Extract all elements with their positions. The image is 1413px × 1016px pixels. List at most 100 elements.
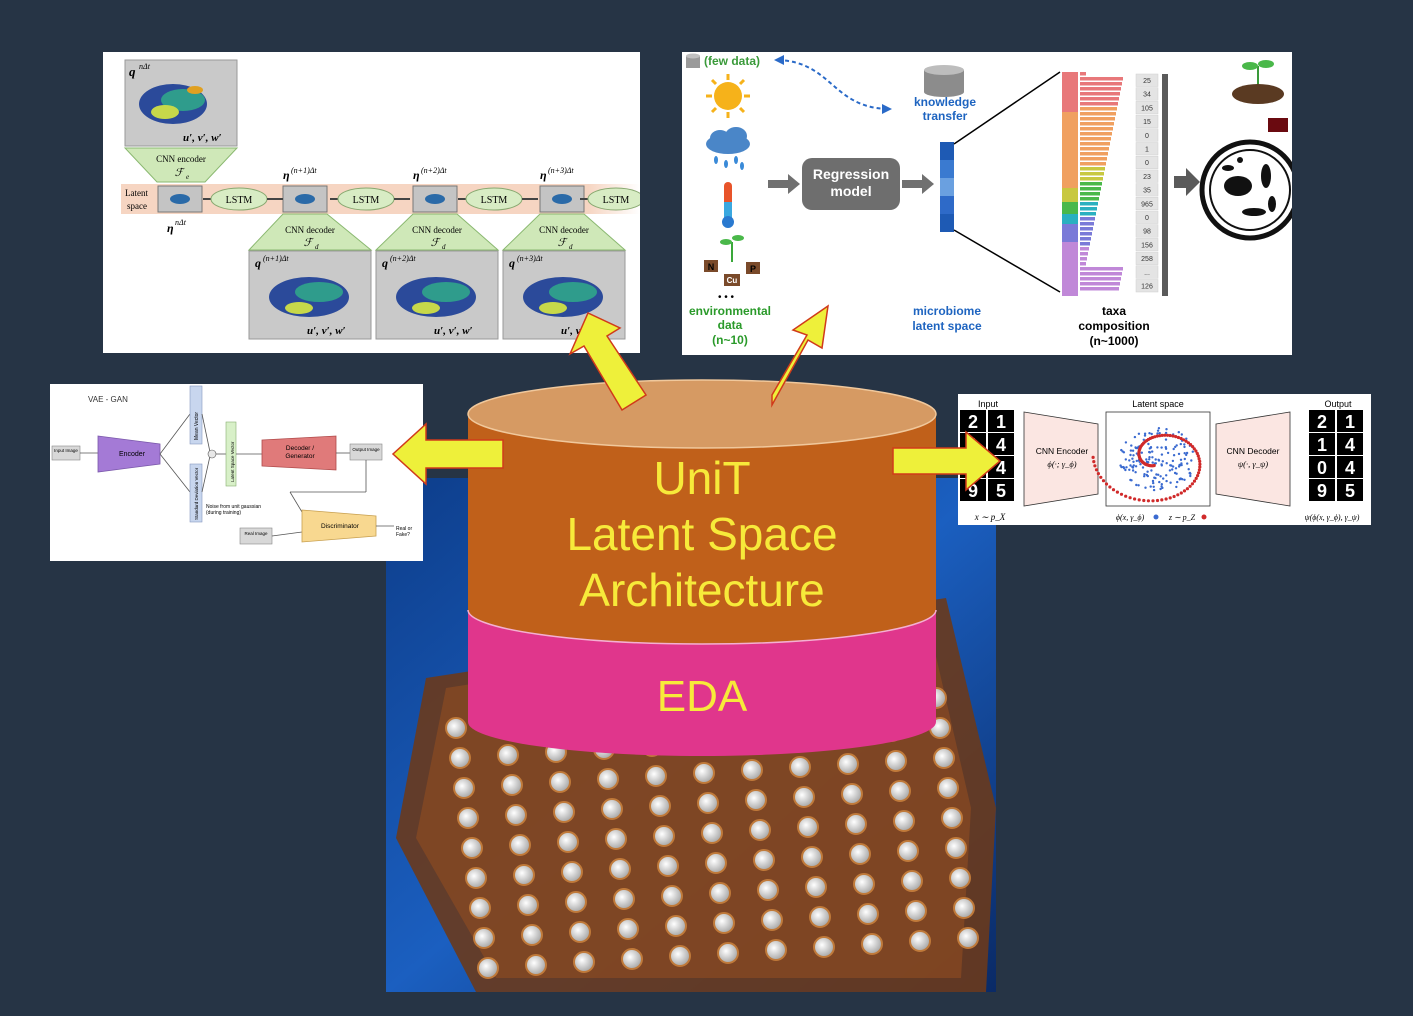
vaegan-std: Standard Deviation Vector [194,467,199,520]
chip-pad [853,873,875,895]
taxa-stack-segment [1062,214,1078,224]
latent-point-prior [1182,438,1186,442]
encoder-shape [97,435,161,473]
chip-pad [617,918,639,940]
latent-point-encoded [1156,429,1160,432]
latent-point-encoded [1159,487,1162,491]
taxa-label-2: composition [1078,319,1149,333]
latent-point-encoded [1160,485,1163,488]
vaegan-discriminator: Discriminator [321,523,360,530]
chip-pad [661,885,683,907]
vaegan-encoder: Encoder [119,451,146,458]
taxa-label-3: (n~1000) [1089,334,1138,348]
latent-point-prior [1146,499,1150,503]
taxa-bar [1080,162,1106,166]
latent-point-encoded [1159,475,1162,478]
latent-point-encoded [1131,469,1135,472]
latent-point-prior [1133,497,1137,501]
regression-label-2: model [830,183,871,199]
taxa-count-cell [1135,128,1159,142]
latent-point-encoded [1141,466,1145,469]
taxa-bar [1080,117,1115,121]
taxa-stack-segment [1062,224,1078,242]
latent-point-encoded [1140,451,1143,454]
latent-point-encoded [1175,444,1178,447]
latent-point-encoded [1185,453,1188,457]
q-step-label: q [382,256,388,270]
latent-point-prior [1124,494,1128,498]
latent-point-encoded [1151,461,1154,464]
chip-pad [909,930,931,952]
latent-point-encoded [1188,471,1192,475]
latent-point-encoded [1160,483,1163,486]
taxa-bar [1080,272,1122,276]
vae-gan-panel: VAE - GAN Input Image Encoder Mean Vecto… [50,384,423,561]
latent-point-prior [1108,485,1112,489]
q-step-sup: (n+1)Δt [263,254,289,263]
latent-point-encoded [1176,480,1179,484]
digit-glyph: 2 [1317,412,1327,432]
digit-glyph: 4 [1345,458,1355,478]
arrow-to-autoencoder-panel [892,430,1002,492]
nutrient-p: P [750,264,756,274]
q-top-sup: nΔt [139,62,151,71]
latent-point-encoded [1178,463,1181,467]
cnn-decoder-label: CNN decoder [285,225,335,235]
latent-point-prior [1099,475,1103,479]
latent-point-encoded [1160,446,1163,449]
latent-point-prior [1176,493,1180,497]
chip-pad [561,861,583,883]
digit-tile [988,433,1014,455]
latent-point-encoded [1158,432,1161,435]
chip-pad [805,876,827,898]
latent-point-encoded [1124,458,1127,461]
chip-pad [605,828,627,850]
taxa-count-value: 35 [1143,188,1151,195]
chip-pad [573,951,595,973]
latent-point-encoded [1146,470,1149,473]
chip-pad [445,717,467,739]
chip-pad [621,948,643,970]
chip-pad [885,750,907,772]
latent-point-encoded [1157,459,1161,462]
latent-point-prior [1096,472,1100,476]
taxa-bar [1080,97,1119,101]
digit-tile [1337,410,1363,432]
taxa-bar [1080,167,1105,171]
latent-point-prior [1164,497,1168,501]
latent-point-encoded [1149,446,1153,449]
latent-point-encoded [1168,469,1172,472]
latent-point-encoded [1164,438,1168,441]
taxa-count-cell [1135,279,1159,293]
latent-point-encoded [1132,454,1135,457]
taxa-count-value: 156 [1141,242,1153,249]
fd-sub: d [569,243,573,251]
taxa-bar [1080,222,1094,226]
latent-point-encoded [1131,457,1134,460]
chip-pad [897,840,919,862]
chip-pad [457,807,479,829]
chip-pad [893,810,915,832]
chip-pad [741,759,763,781]
taxa-bar [1080,242,1090,246]
chip-pad [557,831,579,853]
chip-pad [813,936,835,958]
latent-point-prior [1189,443,1193,447]
latent-point-encoded [1152,485,1155,488]
latent-point-encoded [1145,473,1148,477]
latent-point-encoded [1151,456,1154,459]
fd-label: ℱ [431,237,442,249]
taxa-count-cell [1135,101,1159,115]
eda-base-layer [468,610,936,756]
chip-pad [765,939,787,961]
env-label-1: environmental [689,304,771,318]
latent-point-encoded [1171,468,1174,471]
q-step-label: q [509,256,515,270]
latent-point-prior [1104,482,1109,486]
latent-point-encoded [1165,428,1168,431]
digit-tile [988,479,1014,501]
latent-point-encoded [1137,432,1141,435]
chip-pad [521,924,543,946]
chip-pad [837,753,859,775]
chip-pad [705,852,727,874]
